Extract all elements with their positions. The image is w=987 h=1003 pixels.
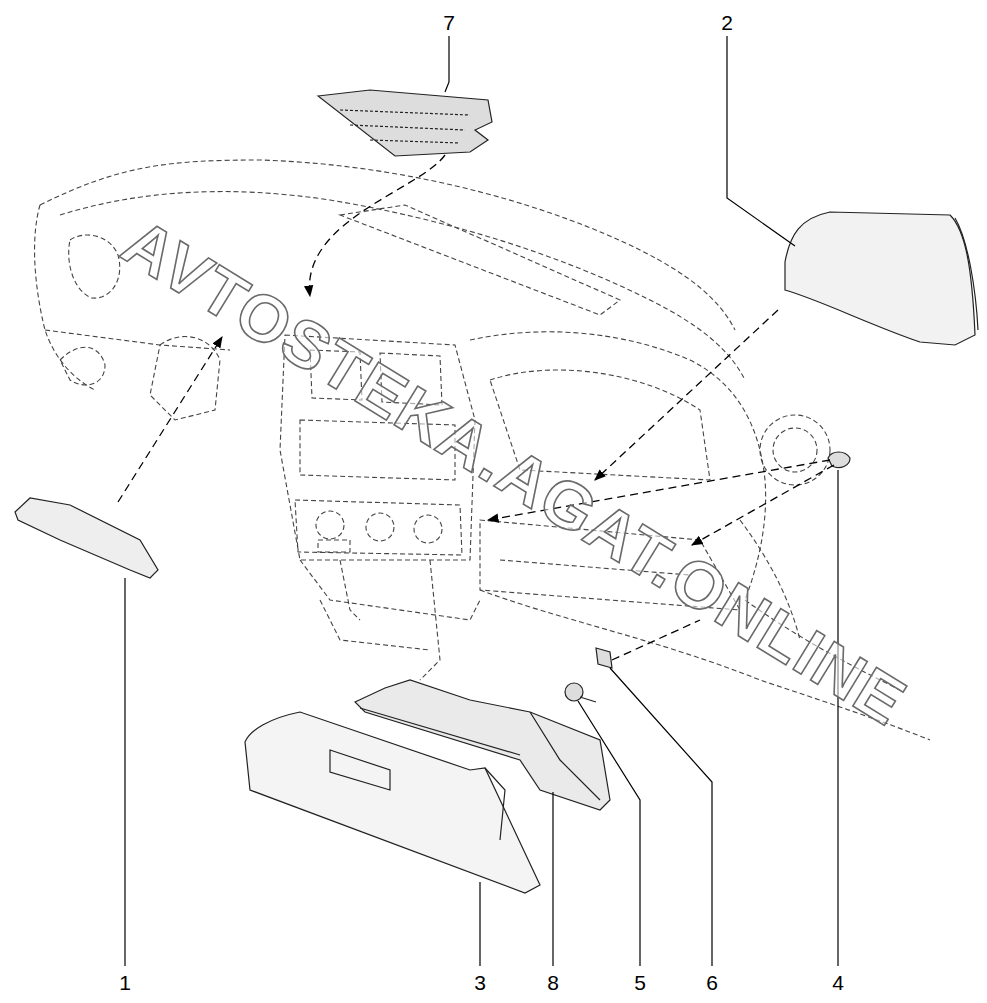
callout-number: 4: [832, 972, 844, 993]
callout-number: 8: [547, 972, 559, 993]
callout-number: 5: [634, 972, 646, 993]
callout-number: 2: [721, 12, 733, 33]
callout-number: 7: [443, 12, 455, 33]
watermark: AVTOSTEKA.AGAT.ONLINE: [112, 208, 917, 736]
callout-number: 3: [474, 972, 486, 993]
callout-number: 6: [706, 972, 718, 993]
leader-lines: [125, 36, 838, 966]
part-outlines: [15, 90, 978, 893]
callout-number: 1: [119, 972, 131, 993]
